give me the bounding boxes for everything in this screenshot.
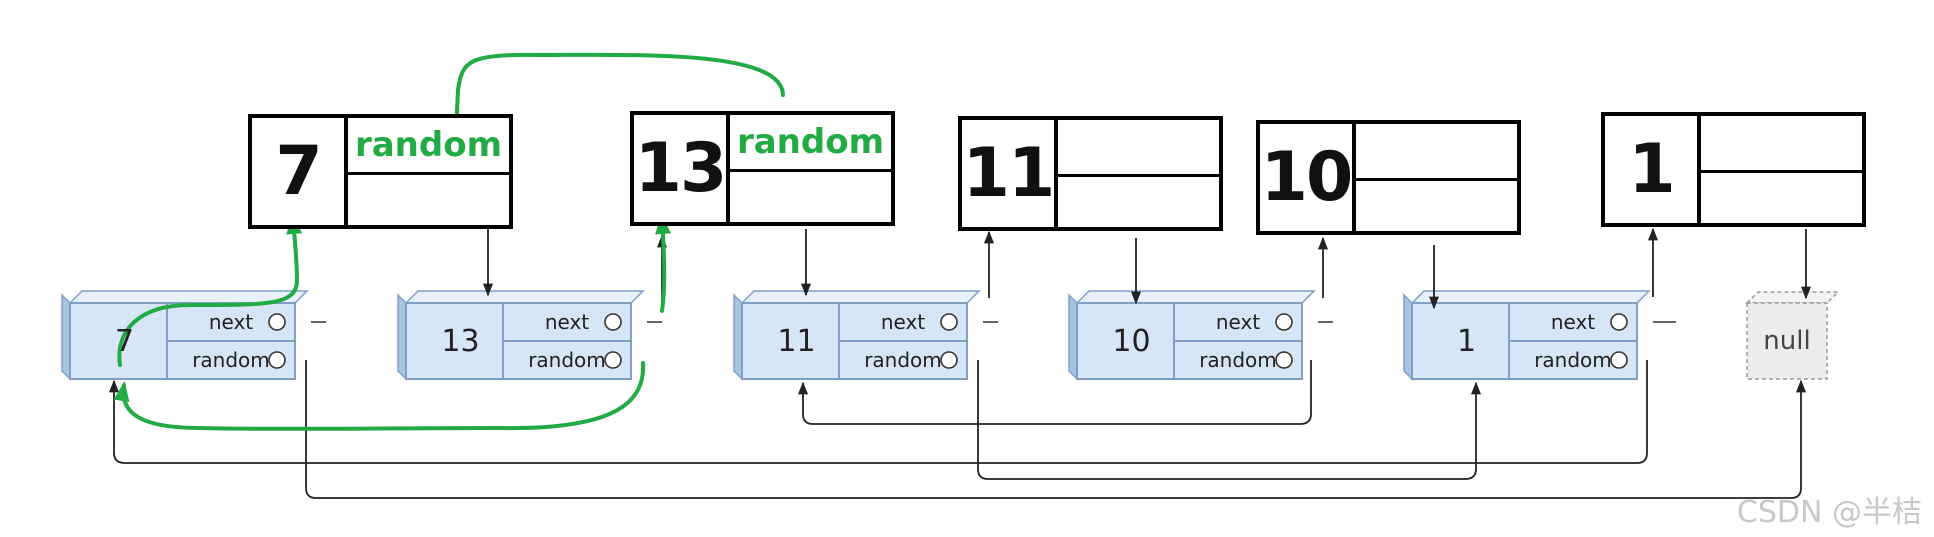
next-pointer-dot [268,313,286,331]
original-nodes [61,290,1651,381]
orig-node-value: 13 [441,323,480,359]
original-node-10 [1068,290,1316,381]
node-side-face [733,293,743,381]
copy-node-7: 7 random [248,114,513,229]
copy-random-label: random [348,118,509,175]
next-label: next [1550,310,1596,334]
next-label: next [544,310,590,334]
node-top-face [404,290,645,304]
random-pointer-dot [1610,351,1628,369]
next-pointer-dot [604,313,622,331]
random-11-to-1 [977,360,1482,480]
node-top-face [1410,290,1651,304]
copy-top-cell [1058,120,1219,177]
green-random-13-to-7 [448,52,785,136]
next-pointer-dot [940,313,958,331]
null-label: null [1763,326,1811,356]
next-pointer-dot [1610,313,1628,331]
random-label: random [1534,348,1612,372]
random-pointer-dot [940,351,958,369]
next-pointer-dot [1275,313,1293,331]
original-node-1 [1403,290,1651,381]
random-7-to-null [305,360,1807,499]
copy-top-cell [1356,124,1517,181]
random-label: random [1199,348,1277,372]
null-top-face [1745,291,1840,304]
copy-bottom-cell [1356,178,1517,232]
random-10-to-11 [797,360,1312,425]
copy-node-11: 11 [958,116,1223,231]
green-orig7-up-to-copy7 [117,214,303,367]
copy-top-cell [1701,116,1862,173]
copy-node-value: 7 [252,118,348,225]
original-node-13 [397,290,645,381]
random-label: random [192,348,270,372]
random-label: random [528,348,606,372]
null-box [1746,302,1828,380]
orig-node-value: 10 [1112,323,1151,359]
random-1-to-7 [108,360,1648,464]
node-side-face [1068,293,1078,381]
copy-random-label: random [730,115,891,172]
copy-node-10: 10 [1256,120,1521,235]
original-node-7 [61,290,309,381]
copy-node-value: 1 [1605,116,1701,223]
node-side-face [397,293,407,381]
original-node-11 [733,290,981,381]
green-annotation-arrows [113,52,785,431]
random-pointer-dot [1275,351,1293,369]
random-pointer-dot [268,351,286,369]
copy-bottom-cell [1058,174,1219,228]
orig-node-value: 11 [777,323,816,359]
node-side-face [1403,293,1413,381]
green-orig13-up-to-copy13 [655,214,672,313]
node-side-face [61,293,71,381]
null-node [1745,291,1840,380]
copy-node-1: 1 [1601,112,1866,227]
copy-node-value: 13 [634,115,730,222]
copy-node-value: 10 [1260,124,1356,231]
orig-node-value: 7 [114,323,135,359]
copy-bottom-cell [730,169,891,223]
next-label: next [208,310,254,334]
next-label: next [1215,310,1261,334]
orig-node-value: 1 [1456,323,1477,359]
copy-bottom-cell [1701,170,1862,224]
copy-node-13: 13 random [630,111,895,226]
copy-bottom-cell [348,172,509,226]
random-label: random [864,348,942,372]
watermark: CSDN @半桔 [1736,495,1922,530]
node-top-face [1075,290,1316,304]
random-pointer-dot [604,351,622,369]
next-label: next [880,310,926,334]
black-arrows [108,227,1812,499]
copy-node-value: 11 [962,120,1058,227]
node-top-face [740,290,981,304]
green-random-13-orig-to-copy13 [113,361,646,431]
